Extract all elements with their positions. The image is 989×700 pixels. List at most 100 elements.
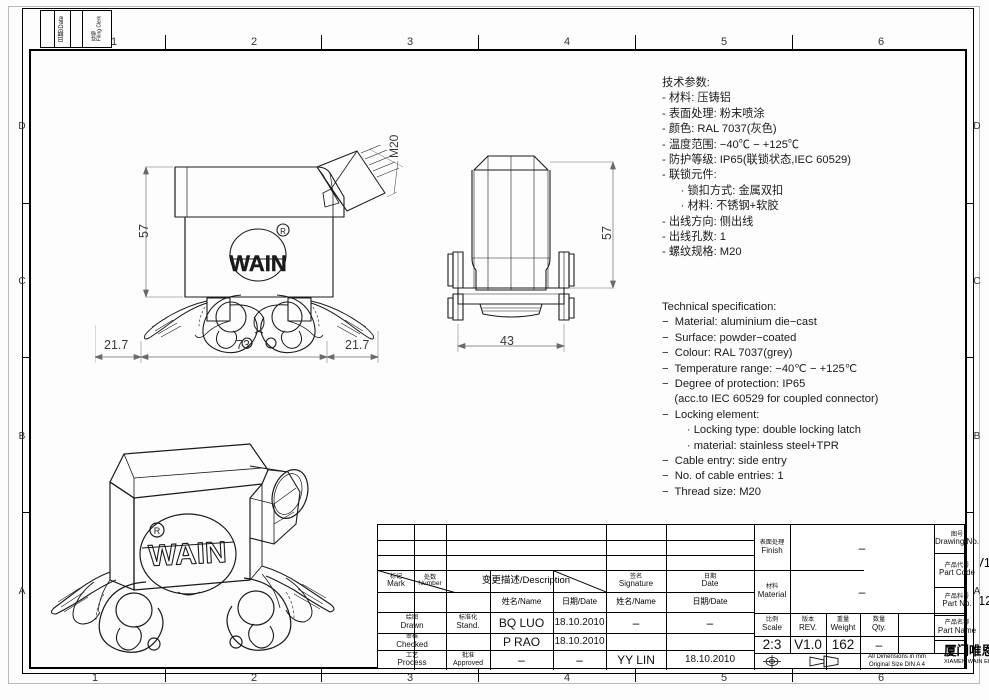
tb-mark-header: 标记 Mark — [378, 570, 414, 592]
tb-weight-value-text: 162 — [831, 636, 855, 652]
tb-part-code-en: Part Code — [938, 568, 976, 578]
tb-name-header-label-2: 姓名/Name — [616, 597, 656, 606]
svg-text:R: R — [280, 227, 286, 236]
tb-name-header-2: 姓名/Name — [606, 592, 666, 612]
english-specification-text: Technical specification: − Material: alu… — [662, 301, 879, 498]
zone-tick-top-4 — [635, 35, 636, 49]
tb-process-en: Process — [397, 658, 427, 668]
tb-notes-line-2: Original Size DIN A 4 — [868, 661, 926, 668]
tb-part-code-line-1: HV10B−SE−2L/SC− — [980, 556, 989, 571]
tb-vline-m1 — [790, 525, 791, 653]
tb-process-name: – — [490, 650, 553, 670]
company-block: WAIN 厦门唯恩电气有限公司 XIAMEN WAIN ELECTRICAL C… — [934, 640, 989, 670]
tb-drawn-date: 18.10.2010 — [553, 612, 606, 633]
tb-name-header-1: 姓名/Name — [490, 592, 553, 612]
tb-drawing-no-value: – — [980, 525, 989, 553]
tb-finish-cn: 表面处理 — [759, 539, 785, 547]
projection-cone-symbol-icon — [809, 655, 839, 668]
tb-scale-cn: 比例 — [765, 616, 779, 624]
tb-number-header: 处数 Number — [414, 570, 446, 592]
tb-rev-label: 版本 REV. — [790, 613, 826, 636]
tb-checked-date-value: 18.10.2010 — [554, 635, 605, 647]
tb-process-date: – — [553, 650, 606, 670]
tb-date-header-2: 日期/Date — [666, 592, 754, 612]
tb-date-header-1: 日期/Date — [553, 592, 606, 612]
zone-label-top-4: 4 — [563, 36, 571, 48]
rev-cell-blank-1 — [41, 11, 55, 47]
zone-label-left-a: A — [18, 586, 26, 597]
tb-qty-value-text: – — [875, 637, 883, 652]
tb-material-cn: 材料 — [765, 583, 779, 591]
tb-mark-en: Mark — [387, 579, 405, 589]
tb-hline-3 — [378, 570, 754, 571]
tb-finish-value: – — [790, 525, 934, 570]
front-view-drawing: WAIN R — [95, 145, 404, 363]
rev-date-label: 日期/Date — [59, 15, 66, 43]
tb-hline-5 — [378, 612, 754, 613]
tb-scale-label: 比例 Scale — [754, 613, 790, 636]
isometric-view-drawing: WAIN R — [50, 443, 335, 653]
tb-drawing-no-label: 图号 Drawing No. — [934, 525, 980, 553]
tb-stand-en: Stand. — [456, 620, 480, 630]
tb-process-name-value: – — [518, 653, 525, 667]
tb-vline-1 — [414, 525, 415, 670]
tb-drawn-name: BQ LUO — [490, 612, 553, 633]
tb-drawing-no-cn: 图号 — [950, 530, 964, 538]
tb-part-no-cn: 产品料号 — [944, 592, 970, 600]
side-view-drawing — [447, 155, 616, 352]
zone-label-left-c: C — [18, 276, 26, 287]
tb-stand-name-value: – — [632, 615, 640, 630]
zone-tick-bottom-1 — [165, 669, 166, 682]
zone-label-right-b: B — [973, 431, 981, 442]
tb-finish-value-text: – — [858, 540, 866, 555]
tb-material-en: Material — [757, 589, 787, 599]
tb-vline-m6 — [934, 525, 935, 653]
tb-stand-label: 标准化 Stand. — [446, 612, 490, 633]
tb-part-code-label: 产品代号 Part Code — [934, 553, 980, 587]
company-name-cn: 厦门唯恩电气有限公司 — [944, 643, 989, 658]
tb-stand-cn: 标准化 — [458, 614, 478, 622]
tb-hline-p1 — [934, 553, 966, 554]
tb-date-header-label-2: 日期/Date — [692, 597, 728, 606]
tb-hline-p2 — [934, 587, 966, 588]
zone-tick-top-5 — [792, 35, 793, 49]
title-block: 标记 Mark 处数 Number 变更描述/Description 签名 Si… — [377, 524, 989, 670]
zone-label-left-b: B — [18, 431, 26, 442]
tb-dimension-notes: All Dimensions in mm Original Size DIN A… — [860, 653, 934, 670]
tb-scale-value-text: 2:3 — [762, 636, 782, 652]
tb-approved-label: 批准 Approved — [446, 650, 490, 670]
zone-tick-bottom-3 — [478, 669, 479, 682]
tb-weight-en: Weight — [830, 622, 856, 632]
rev-cell-date: 日期/Date — [55, 11, 71, 47]
tb-hline-p4 — [934, 640, 966, 641]
tb-date-en: Date — [701, 579, 719, 589]
tb-material-value: – — [790, 570, 934, 613]
zone-tick-top-3 — [478, 35, 479, 49]
tb-vline-m2 — [826, 613, 827, 670]
zone-tick-bottom-5 — [792, 669, 793, 682]
tb-signature-cn: 签名 — [629, 572, 643, 580]
tb-date-header: 日期 Date — [666, 570, 754, 592]
tb-qty-en: Qty. — [871, 622, 887, 632]
tb-notes-line-1: All Dimensions in mm — [868, 654, 926, 660]
tb-checked-cn: 审核 — [405, 633, 419, 641]
tb-drawn-date-value: 18.10.2010 — [554, 616, 605, 628]
tb-name-header-label-1: 姓名/Name — [501, 597, 542, 606]
tb-part-no-label: 产品料号 Part No. — [934, 587, 980, 615]
tb-part-no-value: 1240105411002 — [980, 587, 989, 615]
front-view-height-dim: 57 — [137, 224, 151, 238]
first-angle-symbol-icon — [763, 655, 781, 668]
tb-hline-2 — [378, 555, 754, 556]
tb-number-cn: 处数 — [423, 573, 437, 581]
tb-date-cn: 日期 — [703, 572, 717, 580]
tb-part-name-label: 产品名称 Part Name — [934, 615, 980, 640]
tb-hline-4 — [378, 592, 754, 593]
tb-part-no-value-text: 1240105411002 — [980, 593, 989, 608]
tb-part-code-value: HV10B−SE−2L/SC− M20 — [980, 553, 989, 587]
tb-signature-en: Signature — [618, 579, 654, 589]
zone-tick-top-2 — [321, 35, 322, 49]
tb-checked-label: 审核 Checked — [378, 633, 446, 650]
tb-rev-value-text: V1.0 — [794, 636, 822, 652]
zone-tick-bottom-2 — [321, 669, 322, 682]
